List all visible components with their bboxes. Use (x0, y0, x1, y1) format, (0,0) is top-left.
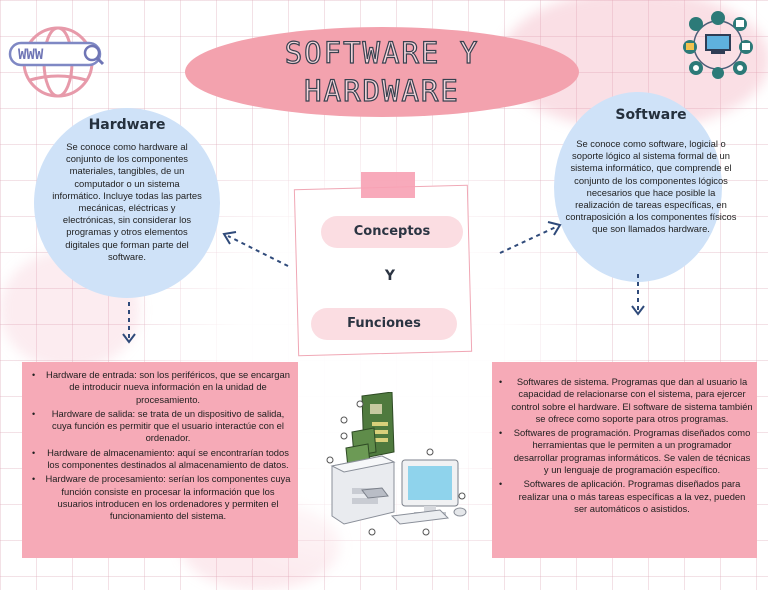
list-item: Softwares de sistema. Programas que dan … (497, 376, 753, 425)
title-line-2: HARDWARE (304, 73, 460, 108)
software-types-list: Softwares de sistema. Programas que dan … (497, 376, 753, 517)
page-title: SOFTWARE Y HARDWARE (185, 34, 579, 110)
tape-strip (361, 172, 415, 198)
hardware-circle (34, 108, 220, 298)
arrow-to-hardware (222, 231, 289, 267)
list-item: Hardware de procesamiento: serían los co… (30, 473, 292, 522)
arrow-down-hardware (122, 302, 136, 344)
list-item: Softwares de programación. Programas dis… (497, 427, 753, 476)
arrow-to-software (499, 221, 562, 254)
hardware-definition: Se conoce como hardware al conjunto de l… (52, 141, 202, 262)
search-icon (83, 44, 105, 66)
concepts-label: Conceptos (321, 216, 463, 248)
software-heading: Software (615, 107, 687, 123)
title-pill (185, 27, 579, 117)
title-line-1: SOFTWARE Y (284, 35, 480, 70)
list-item: Softwares de aplicación. Programas diseñ… (497, 478, 753, 515)
list-item: Hardware de salida: se trata de un dispo… (30, 408, 292, 445)
arrow-down-software (631, 274, 645, 316)
network-devices-icon (683, 11, 753, 79)
software-definition: Se conoce como software, logicial o sopo… (565, 138, 737, 235)
hardware-heading: Hardware (88, 117, 166, 133)
web-badge-text: WWW (18, 47, 44, 63)
software-circle (554, 92, 722, 282)
hardware-types-list: Hardware de entrada: son los periféricos… (30, 369, 292, 525)
list-item: Hardware de almacenamiento: aquí se enco… (30, 447, 292, 472)
computer-parts-illustration (326, 392, 467, 536)
connector-label: Y (384, 268, 396, 284)
web-globe-icon: WWW (8, 26, 105, 98)
list-item: Hardware de entrada: son los periféricos… (30, 369, 292, 406)
functions-label: Funciones (311, 308, 457, 340)
